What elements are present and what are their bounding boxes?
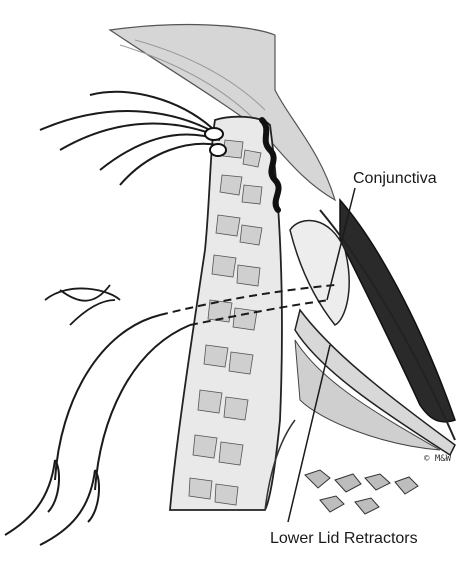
lower-lid-skin — [264, 419, 296, 511]
artist-initials: M&W — [434, 454, 452, 464]
fornix-fold — [289, 219, 350, 326]
eyelashes — [39, 91, 221, 186]
globe-crescent — [339, 198, 456, 423]
orbital-fat-region — [294, 339, 441, 451]
conjunctiva-label: Conjunctiva — [353, 170, 437, 187]
conjunctiva-leader-line — [326, 187, 356, 301]
lower-lid-retractors-label: Lower Lid Retractors — [270, 530, 418, 547]
tarsal-mosaic — [188, 139, 263, 506]
lash-eyelets — [204, 127, 227, 157]
retractors-leader-line — [287, 344, 331, 523]
meibomian-gland — [259, 117, 282, 213]
suture-dashes — [159, 284, 336, 326]
suture-needles — [4, 314, 191, 546]
artist-signature-mark: © M&W — [424, 455, 451, 464]
copyright-symbol: © — [424, 454, 430, 464]
globe-outline — [319, 209, 456, 441]
upper-skin-region — [108, 23, 337, 202]
retractor-band — [294, 308, 456, 457]
upper-skin-hatching — [119, 39, 266, 121]
suture-knot — [44, 284, 121, 326]
orbital-floor-fragments — [304, 469, 419, 515]
